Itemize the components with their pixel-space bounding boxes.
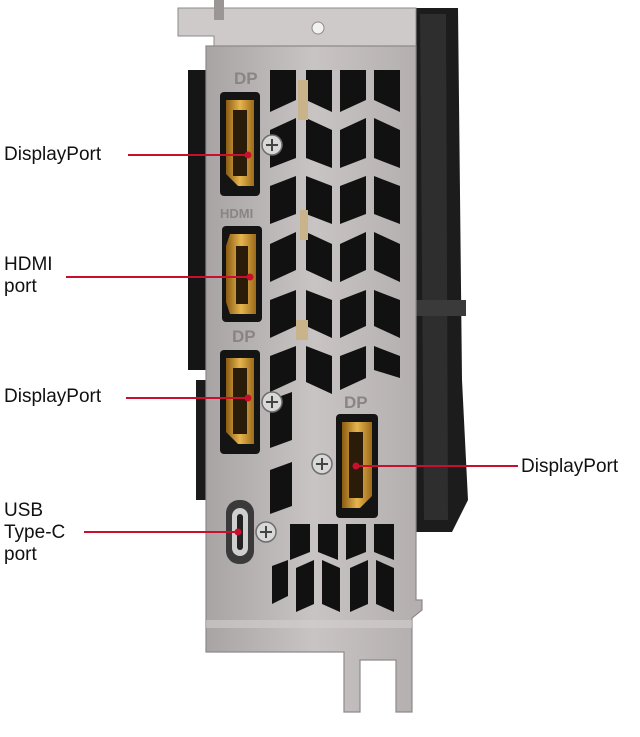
callout-hdmi-port: HDMI port: [4, 254, 53, 298]
callout-usb-type-c-port: USB Type-C port: [4, 500, 65, 566]
bracket-screws: [255, 134, 333, 543]
leader-usb-type-c-dot: [234, 528, 242, 536]
callout-leader-lines: [66, 151, 518, 536]
callout-displayport-1: DisplayPort: [4, 144, 101, 166]
callout-displayport-2: DisplayPort: [4, 386, 101, 408]
callout-line: DisplayPort: [521, 456, 619, 477]
engraving-hdmi: HDMI: [220, 206, 253, 221]
callout-line: Type-C: [4, 522, 66, 543]
callout-line: port: [4, 544, 37, 565]
displayport-connector-2: [220, 350, 260, 454]
engraving-dp-middle: DP: [232, 327, 256, 346]
callout-line: DisplayPort: [4, 386, 102, 407]
leader-displayport-1-dot: [244, 151, 252, 159]
board-detail: [296, 80, 308, 340]
cooler-shroud: [188, 8, 468, 532]
leader-displayport-2-dot: [244, 394, 252, 402]
engraving-dp-top: DP: [234, 69, 258, 88]
callout-line: HDMI: [4, 254, 53, 275]
bracket-engravings: DP HDMI DP DP: [220, 69, 368, 412]
displayport-connector-1: [220, 92, 260, 196]
callout-line: port: [4, 276, 37, 297]
callout-line: USB: [4, 500, 44, 521]
leader-hdmi-port-dot: [246, 273, 254, 281]
hdmi-connector: [222, 226, 262, 322]
bracket-top-tab: [177, 0, 417, 47]
engraving-dp-right: DP: [344, 393, 368, 412]
leader-displayport-3-dot: [352, 462, 360, 470]
vent-cutouts: [270, 70, 400, 612]
callout-displayport-3: DisplayPort: [521, 456, 618, 478]
callout-line: DisplayPort: [4, 144, 102, 165]
